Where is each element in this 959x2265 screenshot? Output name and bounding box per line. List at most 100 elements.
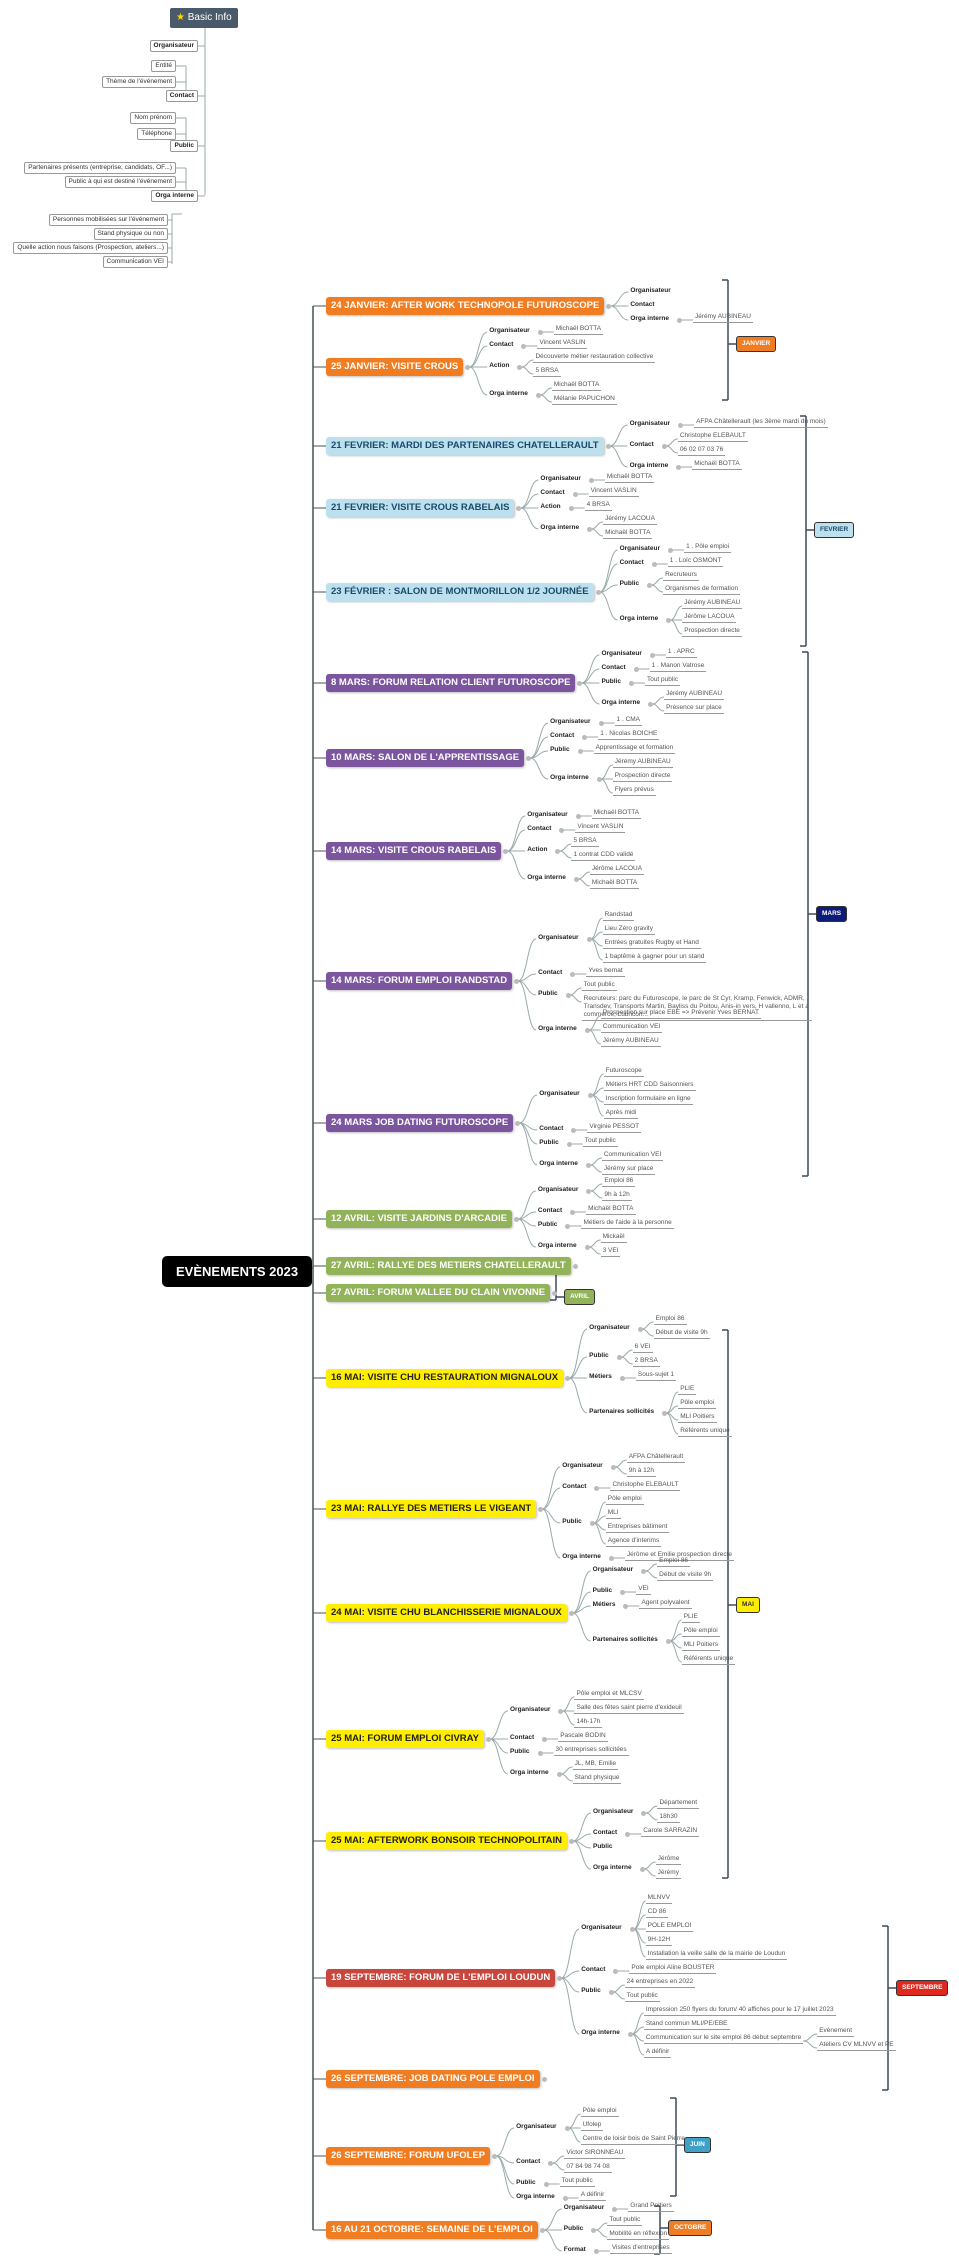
basic-info-node[interactable]: ★ Basic Info: [170, 8, 238, 28]
collapse-dot[interactable]: [564, 2126, 570, 2131]
event-node[interactable]: 14 MARS: FORUM EMPLOI RANDSTAD: [326, 972, 513, 990]
collapse-dot[interactable]: [589, 1521, 595, 1526]
collapse-dot[interactable]: [570, 1210, 576, 1215]
collapse-dot[interactable]: [608, 1556, 614, 1561]
collapse-dot[interactable]: [503, 849, 509, 854]
collapse-dot[interactable]: [619, 1376, 625, 1381]
collapse-dot[interactable]: [625, 1832, 631, 1837]
event-node[interactable]: 23 FÉVRIER : SALON DE MONTMORILLON 1/2 J…: [326, 583, 594, 601]
collapse-dot[interactable]: [588, 478, 594, 483]
collapse-dot[interactable]: [577, 749, 583, 754]
collapse-dot[interactable]: [584, 1028, 590, 1033]
collapse-dot[interactable]: [516, 506, 522, 511]
collapse-dot[interactable]: [539, 2228, 545, 2233]
collapse-dot[interactable]: [569, 1839, 574, 1844]
event-node[interactable]: 14 MARS: VISITE CROUS RABELAIS: [326, 842, 502, 860]
month-label-mai[interactable]: MAI: [736, 1597, 760, 1613]
collapse-dot[interactable]: [623, 1604, 629, 1609]
collapse-dot[interactable]: [538, 1507, 544, 1512]
collapse-dot[interactable]: [556, 1772, 562, 1777]
event-node[interactable]: 21 FEVRIER: MARDI DES PARTENAIRES CHATEL…: [326, 437, 604, 455]
collapse-dot[interactable]: [616, 1355, 622, 1360]
collapse-dot[interactable]: [557, 1976, 563, 1981]
collapse-dot[interactable]: [585, 1163, 591, 1168]
event-node[interactable]: 16 MAI: VISITE CHU RESTAURATION MIGNALOU…: [326, 1369, 564, 1387]
collapse-dot[interactable]: [678, 423, 684, 428]
collapse-dot[interactable]: [612, 2207, 618, 2212]
collapse-dot[interactable]: [598, 721, 604, 726]
root-node[interactable]: EVÈNEMENTS 2023: [162, 1256, 313, 1287]
collapse-dot[interactable]: [595, 590, 601, 595]
collapse-dot[interactable]: [649, 653, 655, 658]
collapse-dot[interactable]: [586, 1189, 592, 1194]
collapse-dot[interactable]: [610, 1465, 616, 1470]
collapse-dot[interactable]: [537, 1751, 543, 1756]
collapse-dot[interactable]: [584, 1245, 590, 1250]
month-label-janvier[interactable]: JANVIER: [736, 336, 777, 352]
event-node[interactable]: 25 MAI: AFTERWORK BONSOIR TECHNOPOLITAIN: [326, 1832, 567, 1850]
event-node[interactable]: 8 MARS: FORUM RELATION CLIENT FUTUROSCOP…: [326, 674, 576, 692]
month-label-octobre[interactable]: OCTOBRE: [668, 2220, 713, 2236]
collapse-dot[interactable]: [620, 1590, 626, 1595]
collapse-dot[interactable]: [535, 393, 541, 398]
collapse-dot[interactable]: [647, 583, 653, 588]
collapse-dot[interactable]: [641, 1569, 647, 1574]
basic-info-key[interactable]: Orga interne: [151, 190, 198, 202]
collapse-dot[interactable]: [577, 681, 583, 686]
month-label-avril[interactable]: AVRIL: [564, 1289, 596, 1305]
event-node[interactable]: 26 SEPTEMBRE: FORUM UFOLEP: [326, 2147, 491, 2165]
collapse-dot[interactable]: [571, 1128, 577, 1133]
collapse-dot[interactable]: [606, 304, 612, 309]
collapse-dot[interactable]: [513, 1217, 519, 1222]
collapse-dot[interactable]: [586, 937, 592, 942]
collapse-dot[interactable]: [587, 1093, 593, 1098]
event-node[interactable]: 23 MAI: RALLYE DES METIERS LE VIGEANT: [326, 1500, 537, 1518]
collapse-dot[interactable]: [537, 330, 543, 335]
event-node[interactable]: 24 MARS JOB DATING FUTUROSCOPE: [326, 1114, 514, 1132]
month-label-juin[interactable]: JUIN: [684, 2137, 711, 2153]
collapse-dot[interactable]: [552, 1291, 558, 1296]
collapse-dot[interactable]: [651, 562, 657, 567]
collapse-dot[interactable]: [568, 506, 574, 511]
collapse-dot[interactable]: [593, 2249, 599, 2254]
collapse-dot[interactable]: [542, 1737, 548, 1742]
collapse-dot[interactable]: [608, 1990, 614, 1995]
event-node[interactable]: 24 JANVIER: AFTER WORK TECHNOPOLE FUTURO…: [326, 297, 605, 315]
event-node[interactable]: 27 AVRIL: FORUM VALLEE DU CLAIN VIVONNE: [326, 1284, 551, 1302]
collapse-dot[interactable]: [648, 702, 654, 707]
collapse-dot[interactable]: [613, 1969, 619, 1974]
collapse-dot[interactable]: [566, 1142, 572, 1147]
collapse-dot[interactable]: [465, 365, 471, 370]
collapse-dot[interactable]: [515, 1121, 521, 1126]
collapse-dot[interactable]: [594, 1486, 600, 1491]
event-node[interactable]: 26 SEPTEMBRE: JOB DATING POLE EMPLOI: [326, 2070, 540, 2088]
collapse-dot[interactable]: [565, 993, 571, 998]
month-label-septembre[interactable]: SEPTEMBRE: [896, 1980, 949, 1996]
collapse-dot[interactable]: [572, 1264, 578, 1269]
event-node[interactable]: 12 AVRIL: VISITE JARDINS D'ARCADIE: [326, 1210, 512, 1228]
collapse-dot[interactable]: [575, 814, 581, 819]
event-node[interactable]: 16 AU 21 OCTOBRE: SEMAINE DE L'EMPLOI: [326, 2221, 538, 2239]
collapse-dot[interactable]: [587, 527, 593, 532]
collapse-dot[interactable]: [662, 1411, 668, 1416]
collapse-dot[interactable]: [665, 1639, 671, 1644]
collapse-dot[interactable]: [639, 1867, 645, 1872]
collapse-dot[interactable]: [517, 365, 523, 370]
collapse-dot[interactable]: [629, 1927, 635, 1932]
collapse-dot[interactable]: [637, 1327, 643, 1332]
event-node[interactable]: 24 MAI: VISITE CHU BLANCHISSERIE MIGNALO…: [326, 1604, 567, 1622]
collapse-dot[interactable]: [555, 849, 561, 854]
basic-info-key[interactable]: Organisateur: [149, 40, 198, 52]
collapse-dot[interactable]: [668, 548, 674, 553]
collapse-dot[interactable]: [582, 735, 588, 740]
collapse-dot[interactable]: [570, 972, 576, 977]
collapse-dot[interactable]: [562, 2196, 568, 2201]
collapse-dot[interactable]: [548, 2161, 554, 2166]
collapse-dot[interactable]: [641, 1811, 647, 1816]
event-node[interactable]: 27 AVRIL: RALLYE DES METIERS CHATELLERAU…: [326, 1257, 571, 1275]
collapse-dot[interactable]: [559, 828, 565, 833]
collapse-dot[interactable]: [628, 681, 634, 686]
collapse-dot[interactable]: [521, 344, 527, 349]
collapse-dot[interactable]: [565, 1224, 571, 1229]
event-node[interactable]: 21 FEVRIER: VISITE CROUS RABELAIS: [326, 499, 515, 517]
